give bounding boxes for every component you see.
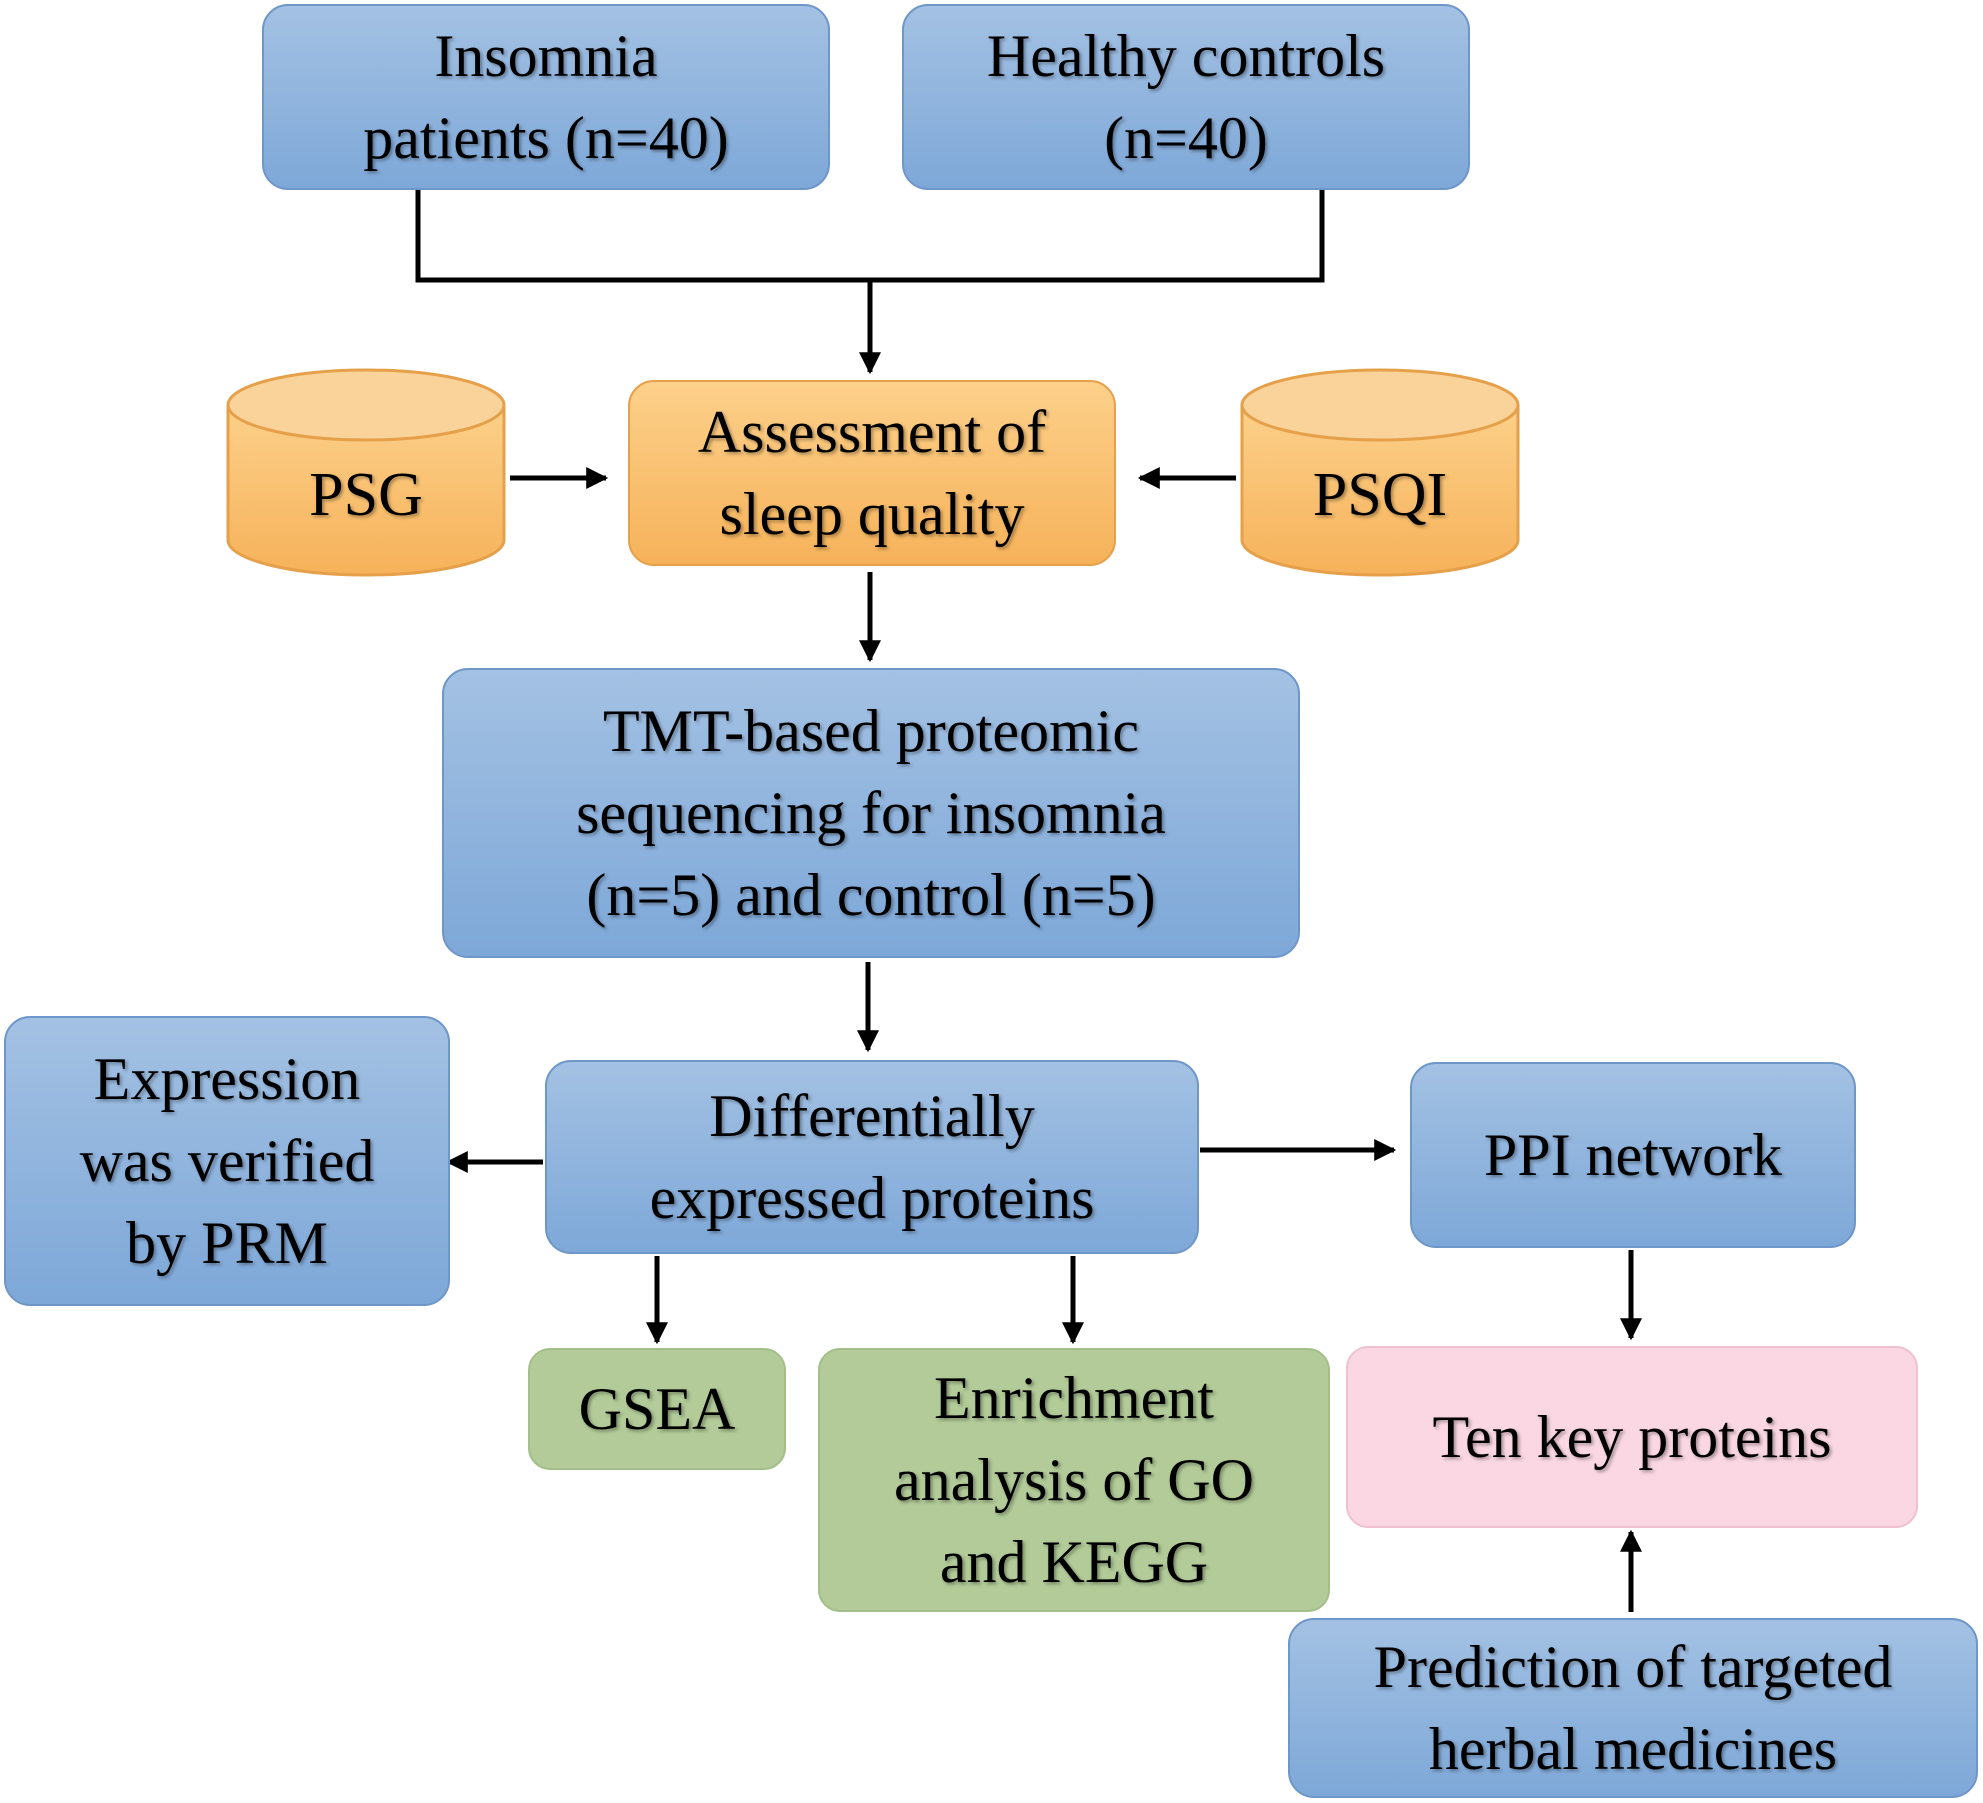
- tmt-sequencing-box: TMT-based proteomic sequencing for insom…: [442, 668, 1300, 958]
- psqi-label: PSQI: [1312, 460, 1448, 529]
- enrichment-box: Enrichment analysis of GO and KEGG: [818, 1348, 1330, 1612]
- psqi-cylinder: [1240, 368, 1520, 577]
- merge-connector: [415, 190, 1325, 283]
- psg-label: PSG: [309, 460, 423, 529]
- healthy-controls-box: Healthy controls (n=40): [902, 4, 1470, 190]
- psg-cylinder: [226, 368, 506, 577]
- herbal-medicines-box: Prediction of targeted herbal medicines: [1288, 1618, 1978, 1798]
- assessment-box: Assessment of sleep quality: [628, 380, 1116, 566]
- insomnia-patients-box: Insomnia patients (n=40): [262, 4, 830, 190]
- ten-key-proteins-box: Ten key proteins: [1346, 1346, 1918, 1528]
- deps-box: Differentially expressed proteins: [545, 1060, 1199, 1254]
- gsea-box: GSEA: [528, 1348, 786, 1470]
- prm-box: Expression was verified by PRM: [4, 1016, 450, 1306]
- ppi-network-box: PPI network: [1410, 1062, 1856, 1248]
